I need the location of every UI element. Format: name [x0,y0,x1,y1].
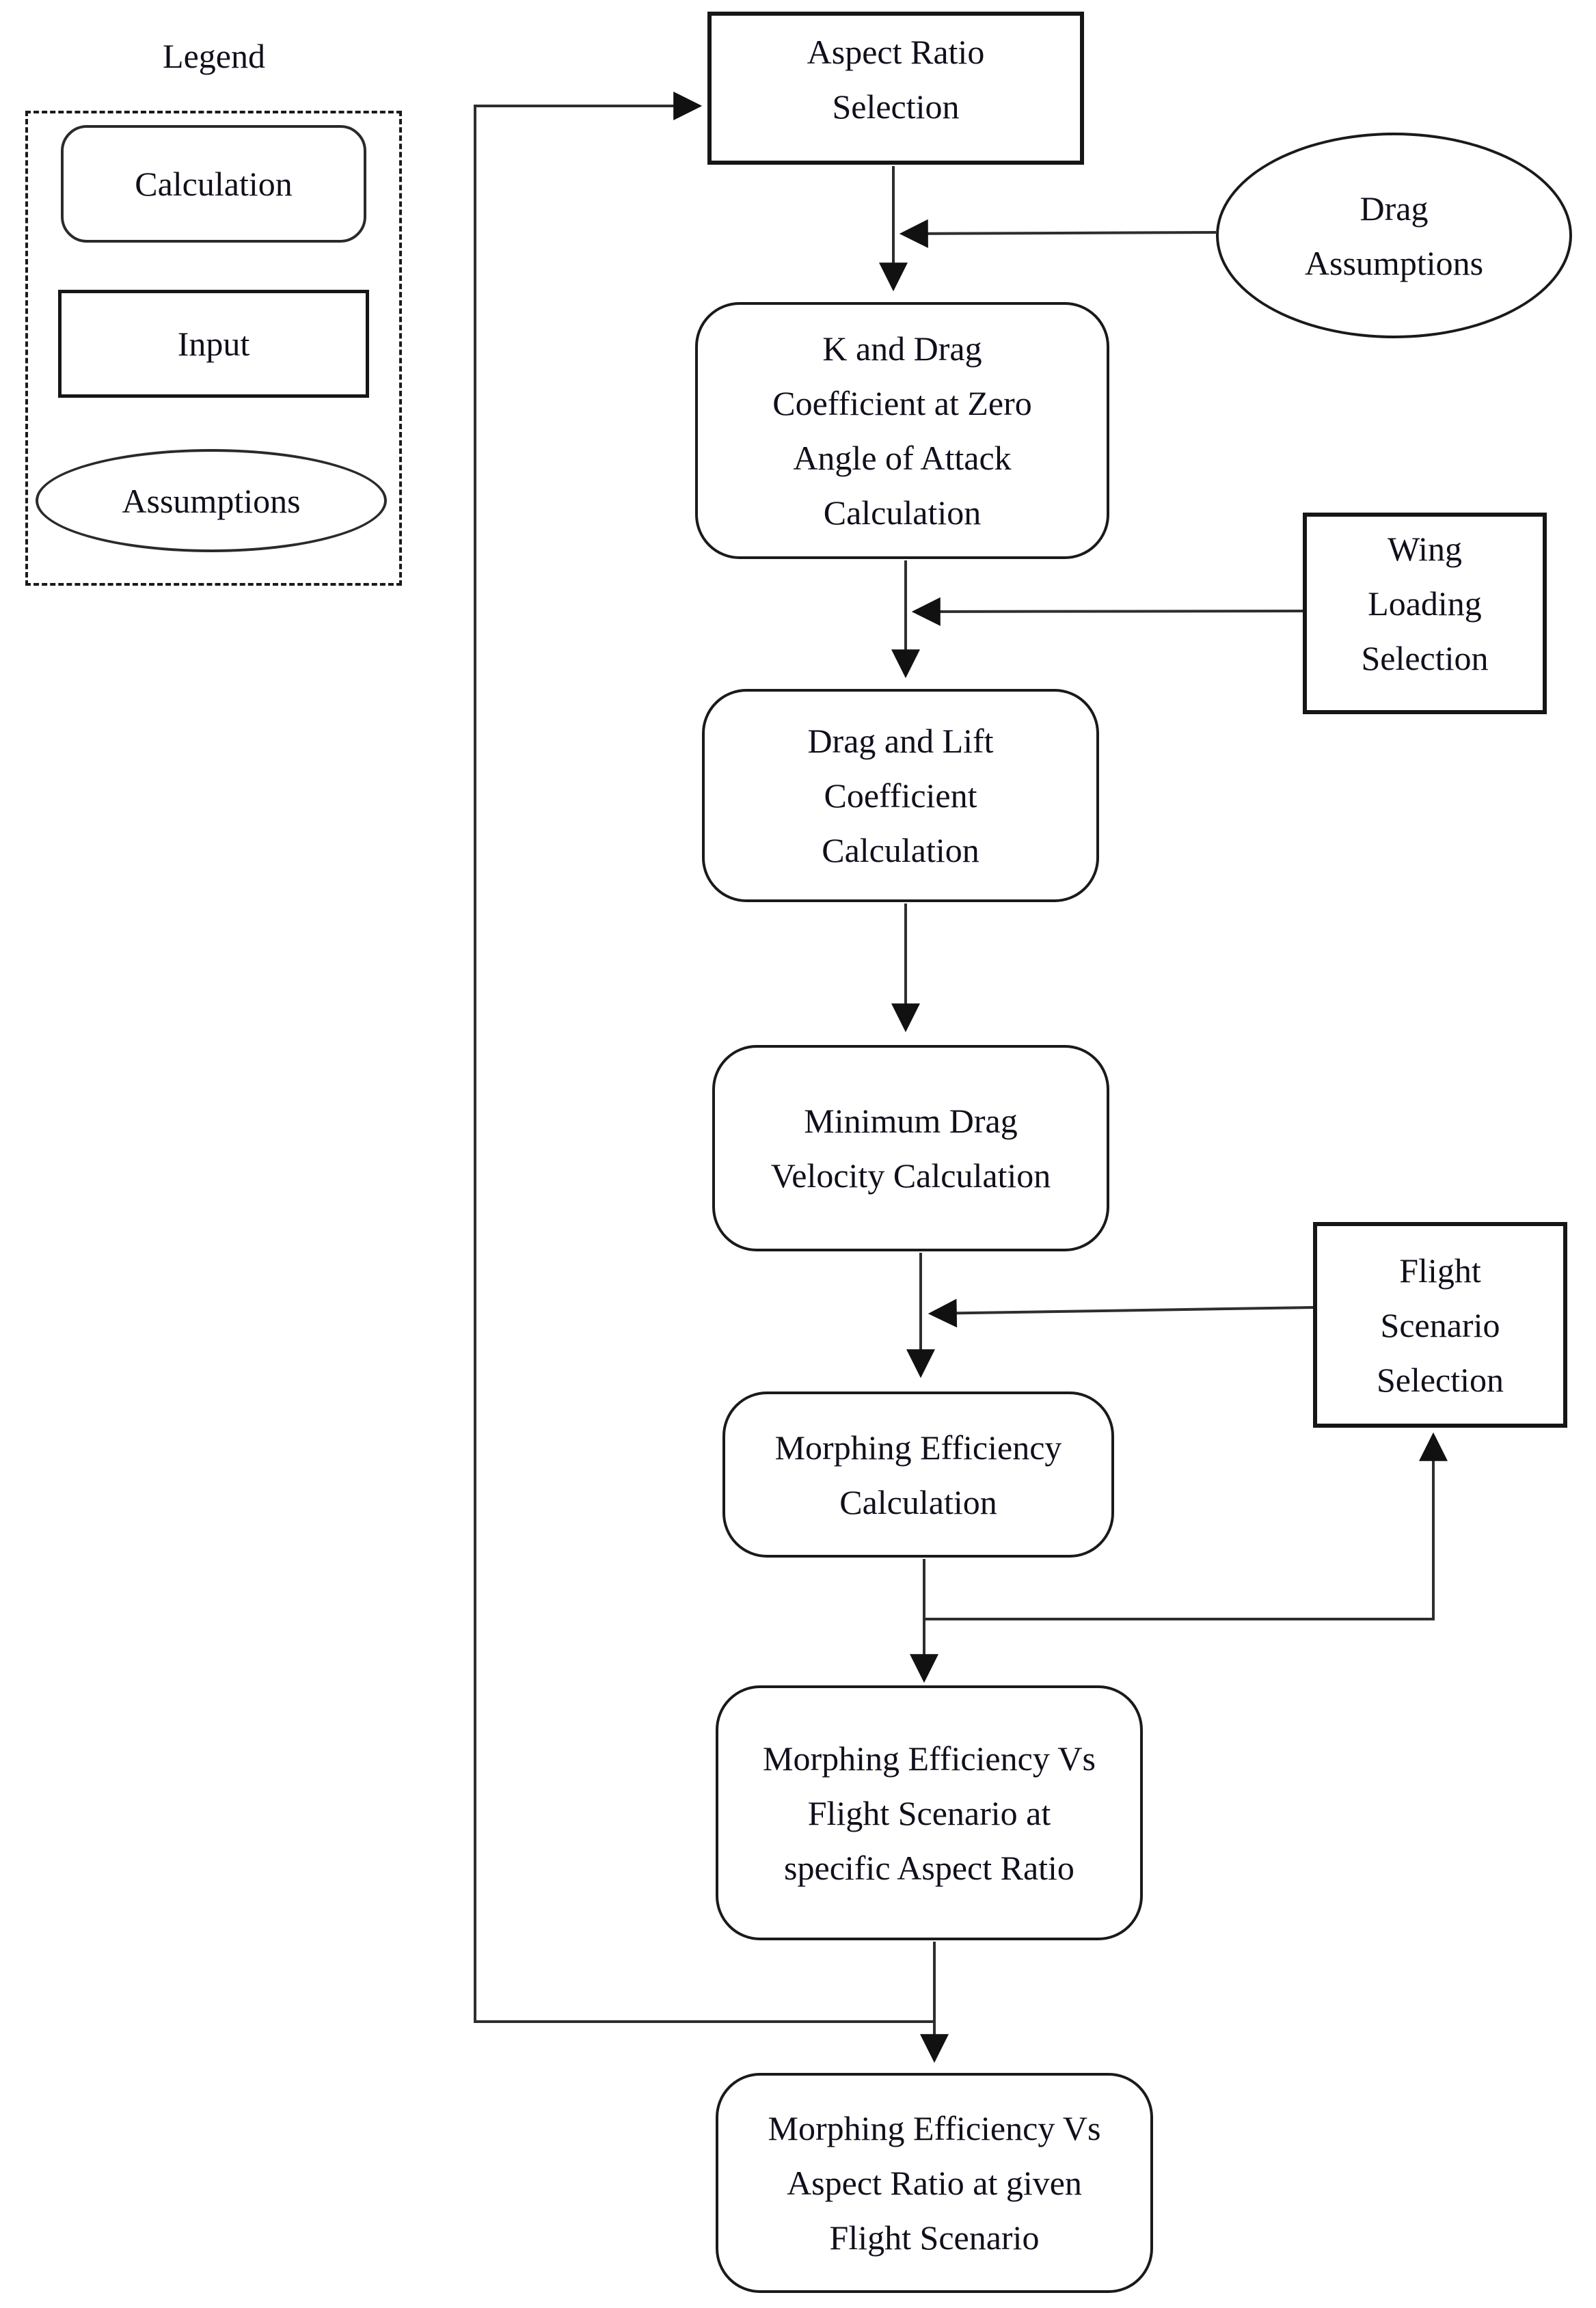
node-drag-assumptions: Drag Assumptions [1216,133,1572,338]
legend-item-assumptions-label: Assumptions [122,481,301,520]
legend-item-calculation-label: Calculation [135,165,293,203]
legend-item-input: Input [58,290,369,398]
node-aspect-ratio-selection: Aspect Ratio Selection [707,12,1084,165]
node-minimum-drag-velocity-calculation: Minimum Drag Velocity Calculation [712,1045,1109,1251]
node-k-and-drag-coefficient-calculation: K and Drag Coefficient at Zero Angle of … [695,302,1109,559]
node-wing-loading-selection: Wing Loading Selection [1303,513,1547,714]
node-morphing-efficiency-calculation: Morphing Efficiency Calculation [722,1391,1114,1558]
legend-container [25,111,402,586]
legend-title: Legend [163,37,265,75]
node-morphing-efficiency-vs-flight-scenario: Morphing Efficiency Vs Flight Scenario a… [716,1685,1143,1940]
legend-item-calculation: Calculation [61,125,366,243]
node-morphing-efficiency-vs-aspect-ratio: Morphing Efficiency Vs Aspect Ratio at g… [716,2073,1153,2293]
legend-item-assumptions: Assumptions [36,449,387,552]
node-flight-scenario-selection: Flight Scenario Selection [1313,1222,1567,1428]
legend-item-input-label: Input [177,325,250,363]
node-drag-and-lift-coefficient-calculation: Drag and Lift Coefficient Calculation [702,689,1099,902]
